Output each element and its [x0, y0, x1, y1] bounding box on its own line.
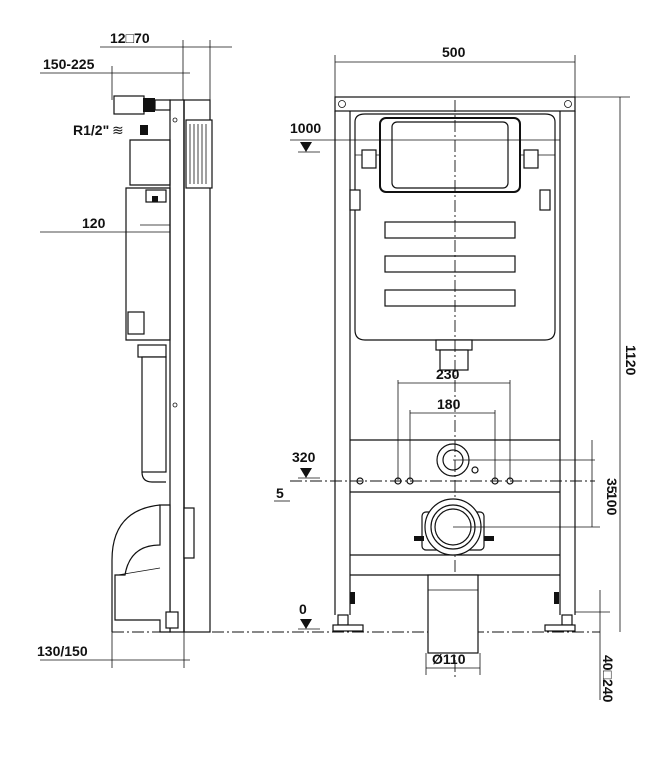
dim-depth-label: 12□70 [110, 30, 150, 46]
level-fixing-label: 320 [292, 449, 316, 465]
small-mark-label: 5 [276, 485, 284, 501]
side-view: 12□70 150-225 R1/2" ≋ [37, 30, 232, 668]
dim-holes-outer-label: 230 [436, 366, 460, 382]
dim-supply-pipe-label: 35 [604, 478, 620, 494]
water-wave-icon: ≋ [112, 122, 124, 138]
level-floor-label: 0 [299, 601, 307, 617]
level-flush-label: 1000 [290, 120, 321, 136]
dim-connection-offset-label: 150-225 [43, 56, 95, 72]
water-inlet-label: R1/2" [73, 122, 109, 138]
dim-leg-adjust-label: 40□240 [600, 655, 616, 703]
dim-outlet-offset-label: 100 [604, 492, 620, 516]
dim-bottom-label: 130/150 [37, 643, 88, 659]
outlet-diameter-label: Ø110 [432, 651, 466, 667]
dim-height-label: 1120 [623, 345, 639, 376]
dim-width-label: 500 [442, 44, 466, 60]
front-view: 500 1000 [274, 44, 639, 703]
dim-holes-inner-label: 180 [437, 396, 461, 412]
flush-plate-ribs [189, 124, 207, 184]
dim-inlet-height-label: 120 [82, 215, 106, 231]
